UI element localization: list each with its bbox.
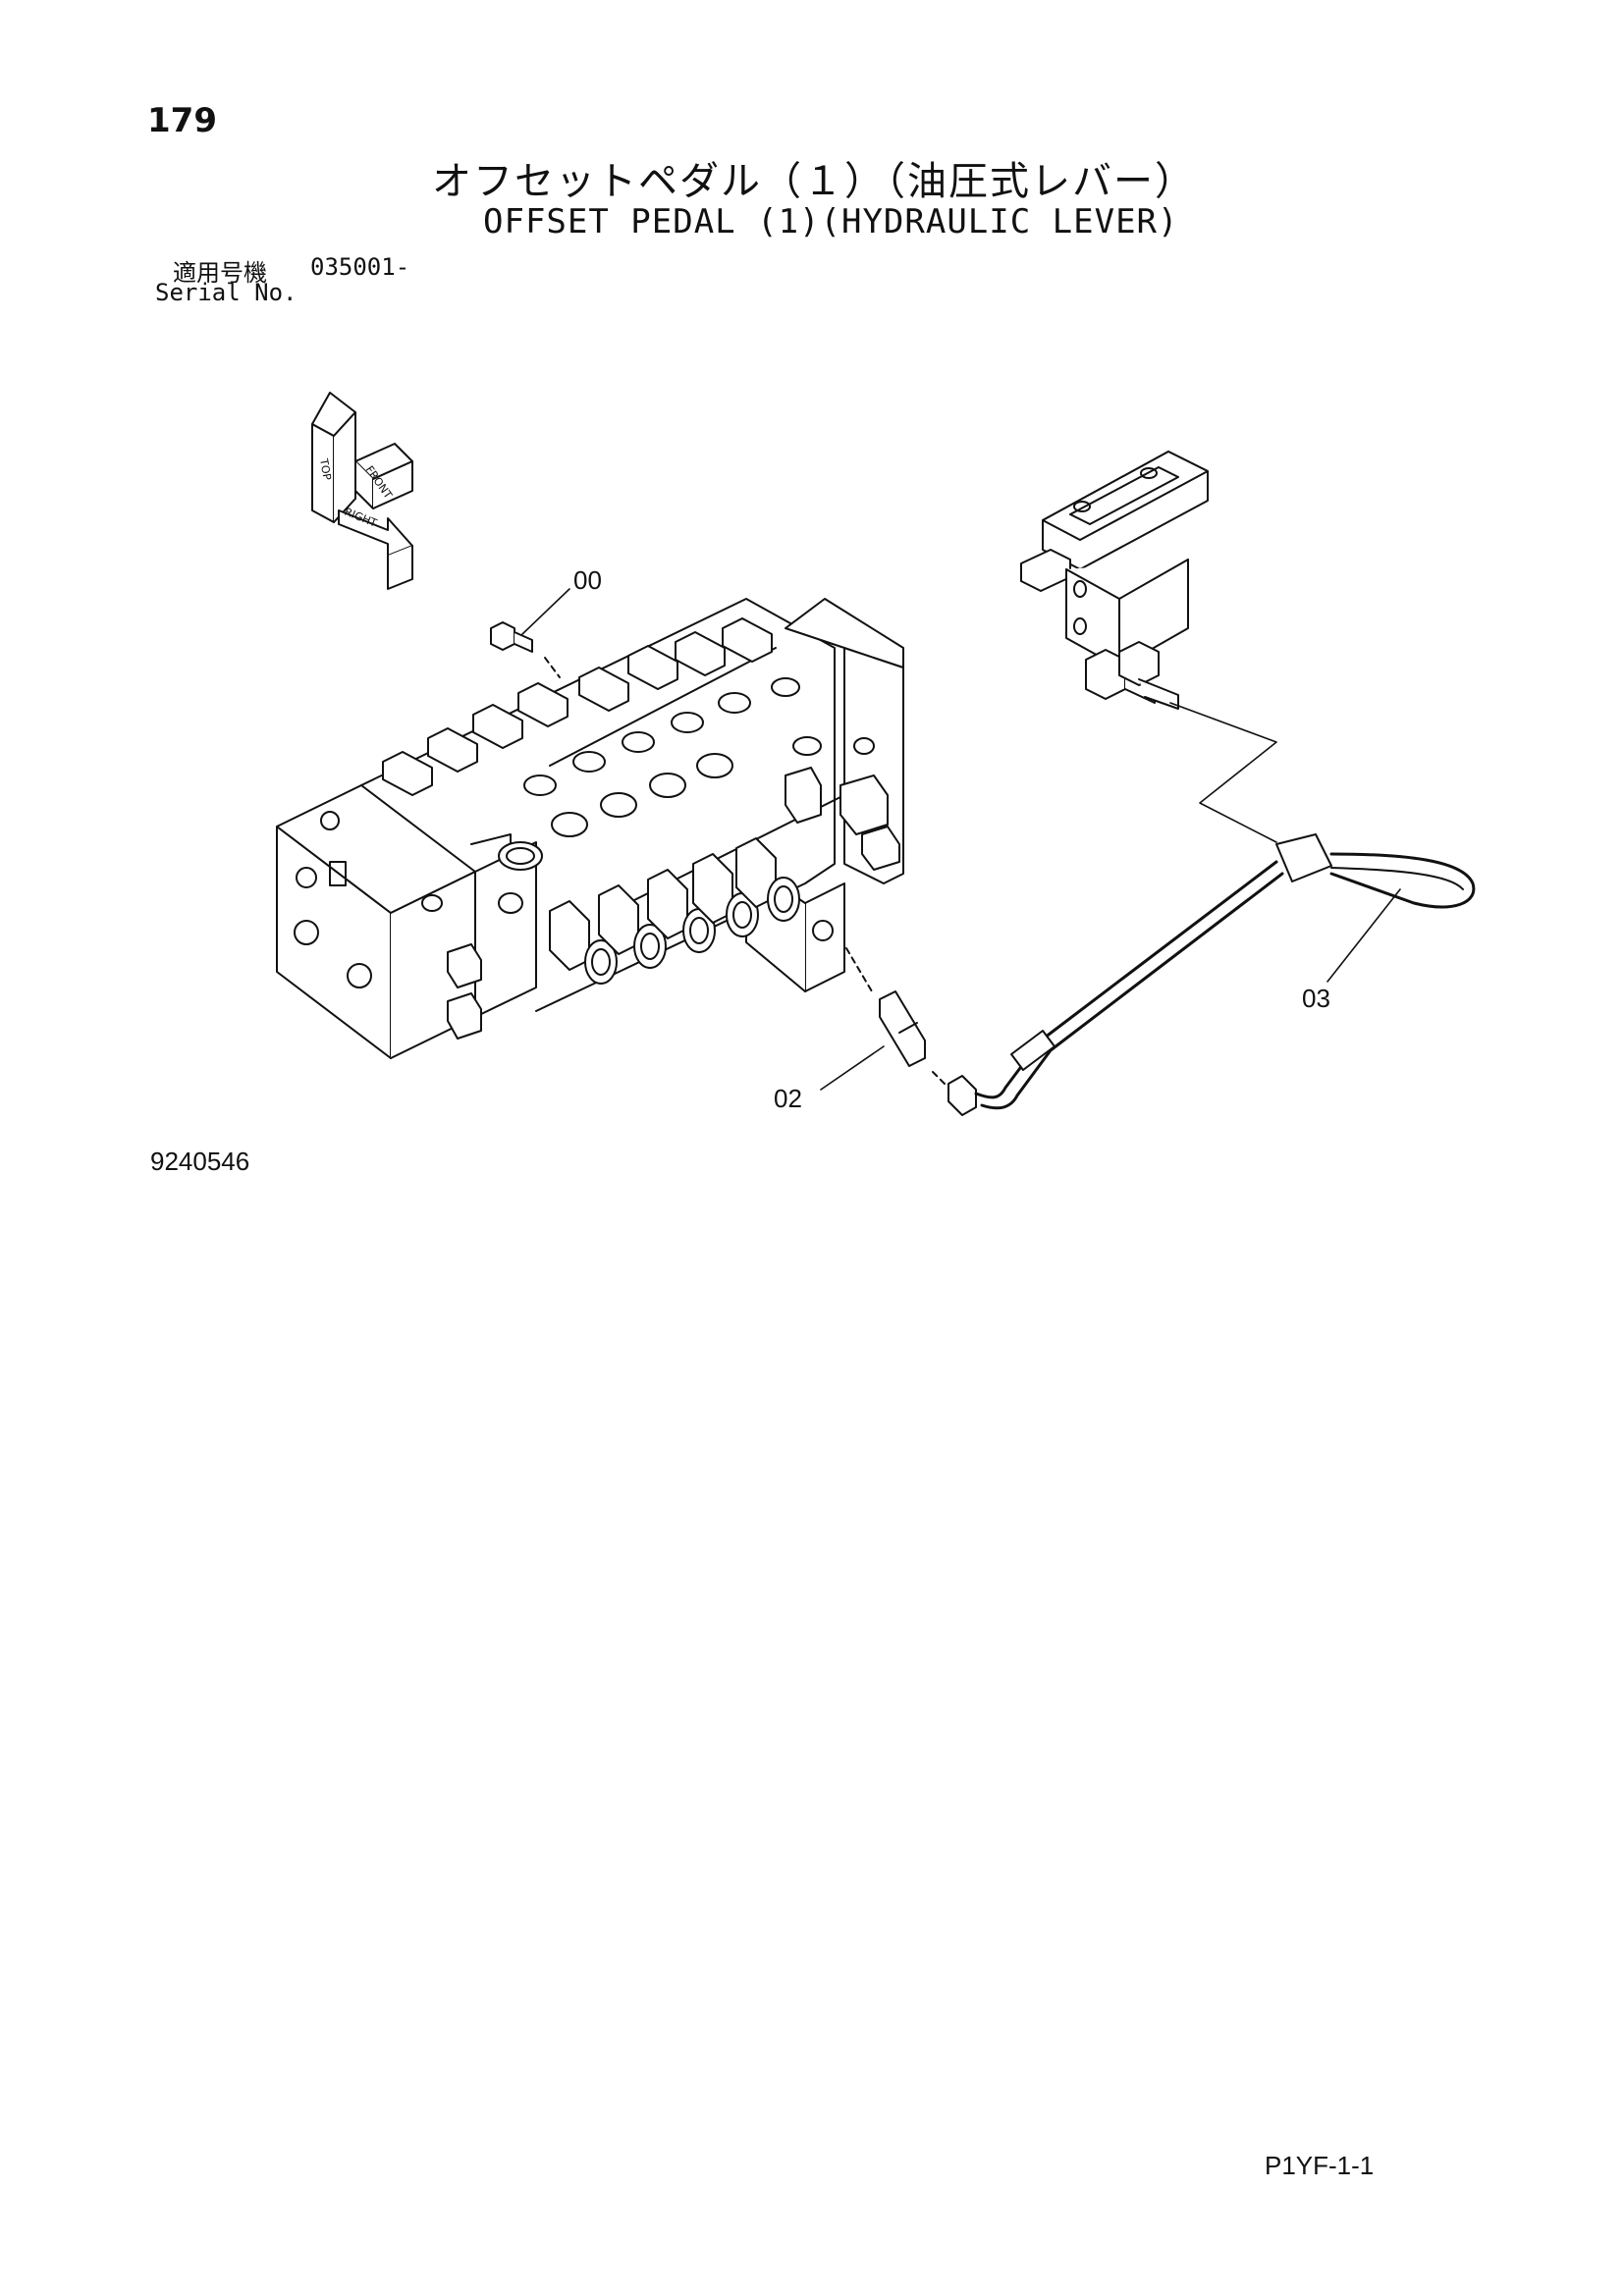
figure-number: 9240546 <box>150 1147 250 1176</box>
page-number: 179 <box>147 101 217 140</box>
orientation-icon: TOP FRONT RIGHT <box>311 392 413 590</box>
hose-routing-line <box>1169 702 1277 843</box>
callout-02: 02 <box>774 1084 802 1113</box>
leader-line-00 <box>521 588 570 635</box>
leader-line-02 <box>820 1045 885 1091</box>
serial-label-english: Serial No. <box>155 279 298 306</box>
part-hose <box>947 833 1476 1116</box>
side-spool-fittings <box>447 767 900 1040</box>
control-valve-block <box>276 598 904 1059</box>
valve-ports <box>421 677 875 941</box>
valve-spools-top <box>382 617 773 796</box>
orientation-label-top: TOP <box>317 456 334 481</box>
spool-caps-front <box>549 837 800 985</box>
serial-number-value: 035001- <box>310 253 410 281</box>
callout-00: 00 <box>573 565 602 595</box>
leader-line-03 <box>1326 888 1401 983</box>
page-title-japanese: オフセットペダル（１）（油圧式レバー） <box>432 159 1196 204</box>
page-code: P1YF-1-1 <box>1265 2151 1375 2180</box>
callout-03: 03 <box>1302 984 1330 1013</box>
part-adapter <box>845 947 946 1085</box>
part-plug-fitting <box>490 621 561 678</box>
serial-label-japanese: 適用号機 <box>173 259 267 287</box>
pedal-valve <box>1020 451 1209 710</box>
page-title-english: OFFSET PEDAL (1)(HYDRAULIC LEVER) <box>483 202 1179 241</box>
